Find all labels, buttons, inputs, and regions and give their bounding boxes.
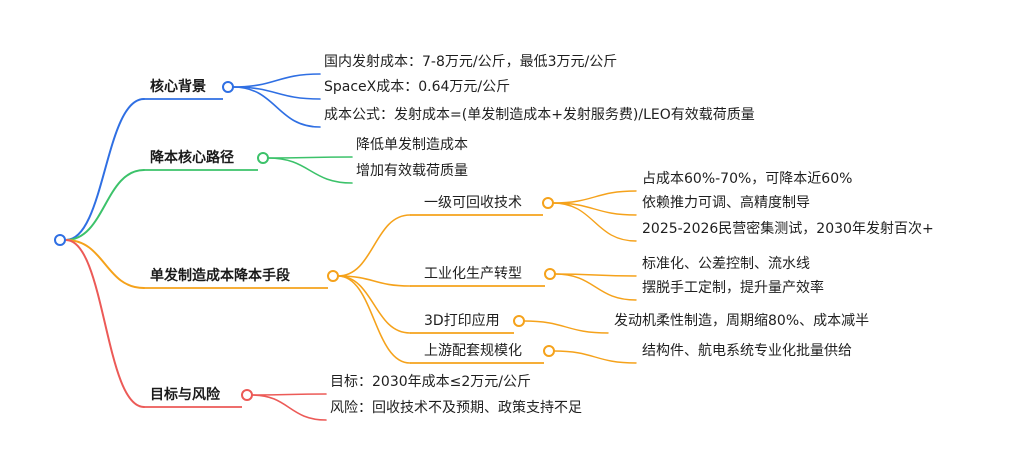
node-toggle-cost-means-sub-2[interactable] xyxy=(513,315,525,327)
leaf-label-cost-means-0-0: 占成本60%-70%，可降本近60% xyxy=(642,171,852,187)
node-toggle-cost-means-sub-0[interactable] xyxy=(542,197,554,209)
edge-cost-means-sub-2 xyxy=(337,275,411,334)
leaf-label-core-path-1: 增加有效载荷质量 xyxy=(356,163,468,179)
leaf-label-core-background-1: SpaceX成本：0.64万元/公斤 xyxy=(324,79,510,95)
node-toggle-goals-risks[interactable] xyxy=(241,389,253,401)
mindmap-nodes: 核心背景 国内发射成本：7-8万元/公斤，最低3万元/公斤 SpaceX成本：0.6… xyxy=(54,54,934,416)
leaf-label-cost-means-2-0: 发动机柔性制造，周期缩80%、成本减半 xyxy=(614,313,869,329)
edge-cost-means-2-leaf-0 xyxy=(523,320,609,334)
leaf-label-core-background-0: 国内发射成本：7-8万元/公斤，最低3万元/公斤 xyxy=(324,54,617,70)
sub-label-cost-means-2[interactable]: 3D打印应用 xyxy=(424,312,500,329)
edge-cost-means-0-leaf-1 xyxy=(552,202,637,216)
sub-label-cost-means-0[interactable]: 一级可回收技术 xyxy=(424,195,522,211)
sub-label-cost-means-1[interactable]: 工业化生产转型 xyxy=(424,266,522,282)
branch-label-core-path[interactable]: 降本核心路径 xyxy=(150,149,234,166)
edge-cost-means-0-leaf-2 xyxy=(552,202,637,242)
branch-label-cost-means[interactable]: 单发制造成本降本手段 xyxy=(150,267,290,284)
edge-goals-risks-leaf-1 xyxy=(251,394,327,421)
edge-goals-risks-leaf-0 xyxy=(251,393,327,396)
edge-cost-means-sub-3 xyxy=(337,275,411,364)
leaf-label-core-path-0: 降低单发制造成本 xyxy=(356,137,468,153)
edge-core-path-leaf-0 xyxy=(267,156,353,159)
branch-label-core-background[interactable]: 核心背景 xyxy=(150,78,206,95)
node-toggle-cost-means-sub-3[interactable] xyxy=(543,345,555,357)
node-toggle-core-path[interactable] xyxy=(257,152,269,164)
mindmap-edges xyxy=(65,73,637,421)
edge-root-goals-risks xyxy=(65,239,145,408)
edge-cost-means-3-leaf-0 xyxy=(553,350,637,364)
edge-root-cost-means xyxy=(65,239,145,289)
leaf-label-cost-means-0-1: 依赖推力可调、高精度制导 xyxy=(642,194,810,211)
edge-cost-means-0-leaf-0 xyxy=(552,190,637,204)
edge-cost-means-sub-0 xyxy=(337,214,411,277)
node-toggle-cost-means-sub-1[interactable] xyxy=(544,268,556,280)
root-node-toggle[interactable] xyxy=(54,234,66,246)
leaf-label-cost-means-1-0: 标准化、公差控制、流水线 xyxy=(642,256,810,272)
branch-label-goals-risks[interactable]: 目标与风险 xyxy=(150,386,221,403)
leaf-label-goals-risks-1: 风险：回收技术不及预期、政策支持不足 xyxy=(330,399,582,416)
leaf-label-goals-risks-0: 目标：2030年成本≤2万元/公斤 xyxy=(330,374,531,390)
leaf-label-core-background-2: 成本公式：发射成本=(单发制造成本+发射服务费)/LEO有效载荷质量 xyxy=(324,107,755,123)
leaf-label-cost-means-0-2: 2025-2026民营密集测试，2030年发射百次+ xyxy=(642,220,934,237)
edge-cost-means-sub-1 xyxy=(337,275,411,287)
edge-root-core-background xyxy=(65,98,145,241)
node-toggle-cost-means[interactable] xyxy=(327,270,339,282)
leaf-label-cost-means-1-1: 摆脱手工定制，提升量产效率 xyxy=(642,279,824,296)
sub-label-cost-means-3[interactable]: 上游配套规模化 xyxy=(424,343,522,359)
edge-cost-means-1-leaf-1 xyxy=(554,273,637,301)
edge-root-core-path xyxy=(65,169,145,241)
edge-core-background-leaf-2 xyxy=(232,86,321,128)
leaf-label-cost-means-3-0: 结构件、航电系统专业化批量供给 xyxy=(642,343,852,359)
edge-core-path-leaf-1 xyxy=(267,157,353,184)
node-toggle-core-background[interactable] xyxy=(222,81,234,93)
edge-core-background-leaf-0 xyxy=(232,73,321,88)
